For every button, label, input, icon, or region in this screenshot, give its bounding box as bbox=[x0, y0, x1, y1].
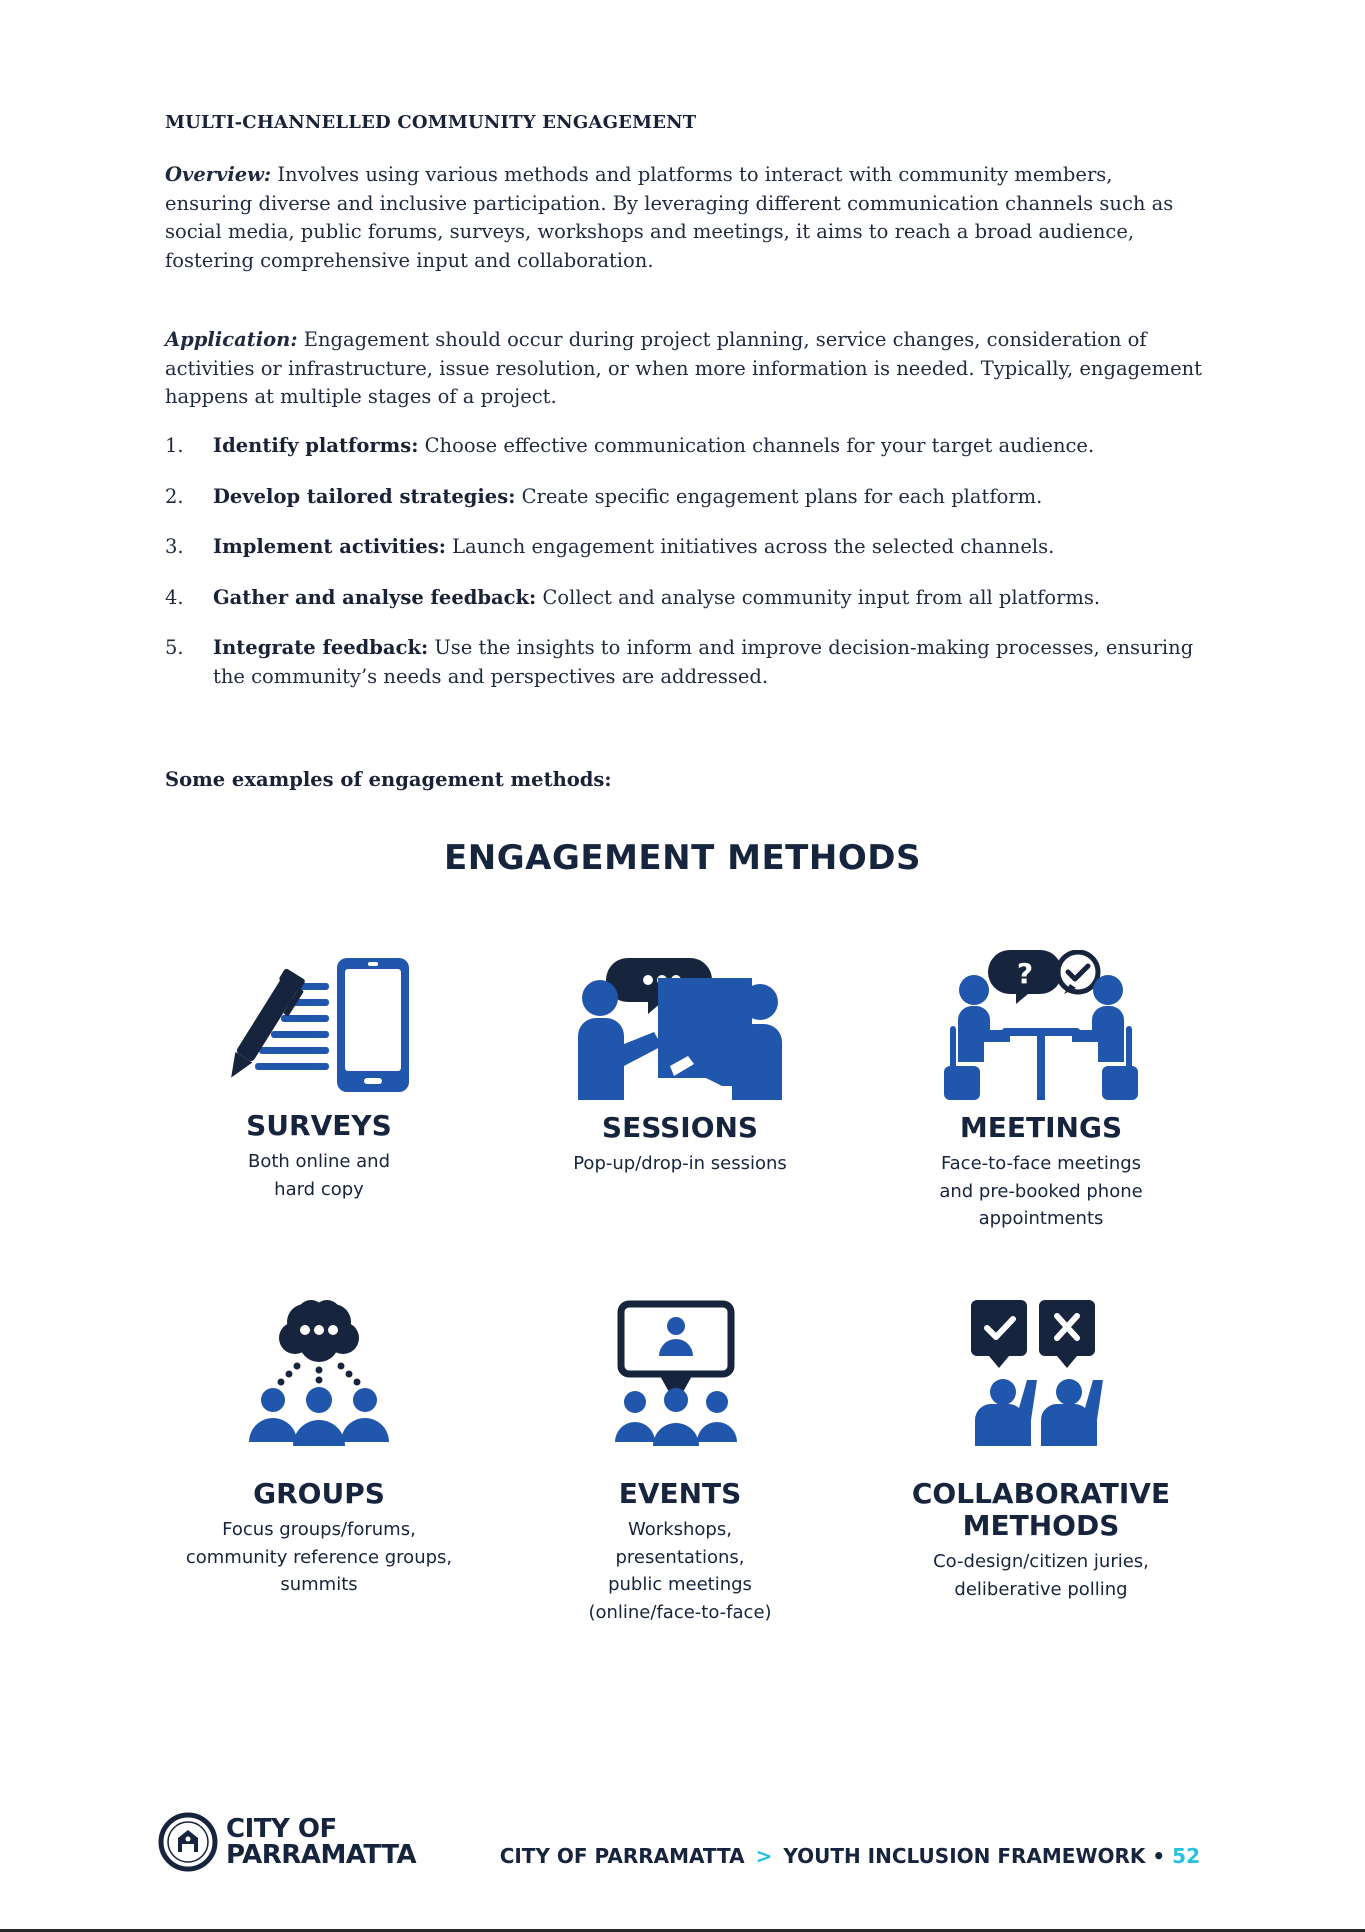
step-text: Collect and analyse community input from… bbox=[542, 585, 1101, 609]
footer-logo: CITY OF PARRAMATTA bbox=[158, 1812, 417, 1872]
footer-running-title: CITY OF PARRAMATTA > YOUTH INCLUSION FRA… bbox=[500, 1844, 1200, 1868]
method-name: GROUPS bbox=[253, 1477, 385, 1510]
footer-doc-title: YOUTH INCLUSION FRAMEWORK bbox=[783, 1844, 1146, 1868]
method-groups: GROUPS Focus groups/forums, community re… bbox=[159, 1300, 479, 1599]
step-text: Use the insights to inform and improve d… bbox=[213, 636, 1194, 688]
application-label: Application: bbox=[165, 328, 298, 351]
method-surveys: SURVEYS Both online and hard copy bbox=[159, 955, 479, 1203]
method-name: COLLABORATIVE METHODS bbox=[911, 1477, 1171, 1542]
method-meetings: ? MEETINGS Face-to-face meetings and pre… bbox=[881, 950, 1201, 1233]
step-title: Develop tailored strategies bbox=[213, 484, 509, 508]
method-description: Focus groups/forums, community reference… bbox=[185, 1519, 453, 1595]
method-description: Both online and hard copy bbox=[247, 1151, 391, 1200]
overview-text: Involves using various methods and platf… bbox=[165, 163, 1174, 272]
step-number: 5. bbox=[165, 636, 184, 659]
step-number: 1. bbox=[165, 434, 184, 457]
footer-separator: > bbox=[755, 1844, 773, 1868]
method-description: Face-to-face meetings and pre-booked pho… bbox=[939, 1153, 1143, 1229]
step-item: 4. Gather and analyse feedback: Collect … bbox=[165, 584, 1225, 613]
step-text: Choose effective communication channels … bbox=[424, 434, 1095, 457]
footer-bullet: • bbox=[1152, 1844, 1166, 1868]
method-name: MEETINGS bbox=[959, 1111, 1123, 1144]
groups-icon bbox=[249, 1300, 389, 1446]
steps-list: 1. Identify platforms: Choose effective … bbox=[165, 432, 1225, 691]
method-name: EVENTS bbox=[618, 1477, 742, 1510]
method-name: SURVEYS bbox=[246, 1109, 392, 1142]
examples-label: Some examples of engagement methods: bbox=[165, 768, 612, 791]
infographic-title: ENGAGEMENT METHODS bbox=[444, 838, 921, 878]
method-description: Workshops, presentations, public meeting… bbox=[588, 1519, 772, 1623]
page-bottom-border bbox=[0, 1929, 1365, 1932]
method-name: SESSIONS bbox=[601, 1111, 759, 1144]
step-number: 3. bbox=[165, 535, 184, 558]
page-number: 52 bbox=[1172, 1844, 1200, 1868]
overview-paragraph: Overview: Involves using various methods… bbox=[165, 161, 1205, 275]
step-number: 4. bbox=[165, 585, 184, 609]
step-title: Identify platforms bbox=[213, 434, 412, 457]
step-item: 3. Implement activities: Launch engageme… bbox=[165, 533, 1225, 562]
overview-label: Overview: bbox=[165, 163, 272, 186]
footer-org: CITY OF PARRAMATTA bbox=[499, 1844, 745, 1868]
step-item: 2. Develop tailored strategies: Create s… bbox=[165, 483, 1225, 512]
svg-text:?: ? bbox=[1017, 957, 1033, 990]
survey-pen-phone-icon bbox=[231, 958, 409, 1092]
step-item: 5. Integrate feedback: Use the insights … bbox=[165, 634, 1225, 691]
sessions-chat-icon bbox=[578, 958, 782, 1100]
method-events: EVENTS Workshops, presentations, public … bbox=[520, 1300, 840, 1626]
step-title: Implement activities bbox=[213, 535, 439, 558]
presentation-icon bbox=[615, 1300, 737, 1446]
method-sessions: SESSIONS Pop-up/drop-in sessions bbox=[520, 950, 840, 1178]
application-paragraph: Application: Engagement should occur dur… bbox=[165, 326, 1205, 412]
vote-icon bbox=[971, 1300, 1103, 1446]
section-heading: MULTI-CHANNELLED COMMUNITY ENGAGEMENT bbox=[165, 112, 697, 133]
method-collaborative: COLLABORATIVE METHODS Co-design/citizen … bbox=[881, 1300, 1201, 1603]
city-crest-icon bbox=[158, 1812, 218, 1872]
step-title: Integrate feedback: bbox=[213, 636, 429, 659]
step-text: Create specific engagement plans for eac… bbox=[521, 484, 1043, 508]
logo-wordmark: CITY OF PARRAMATTA bbox=[226, 1814, 417, 1870]
step-text: Launch engagement initiatives across the… bbox=[452, 535, 1055, 558]
method-description: Pop-up/drop-in sessions bbox=[573, 1153, 787, 1174]
method-description: Co-design/citizen juries, deliberative p… bbox=[933, 1551, 1149, 1600]
step-title: Gather and analyse feedback: bbox=[213, 585, 537, 609]
application-text: Engagement should occur during project p… bbox=[165, 328, 1203, 408]
step-item: 1. Identify platforms: Choose effective … bbox=[165, 432, 1225, 461]
meeting-table-icon: ? bbox=[944, 950, 1138, 1100]
step-number: 2. bbox=[165, 484, 184, 508]
